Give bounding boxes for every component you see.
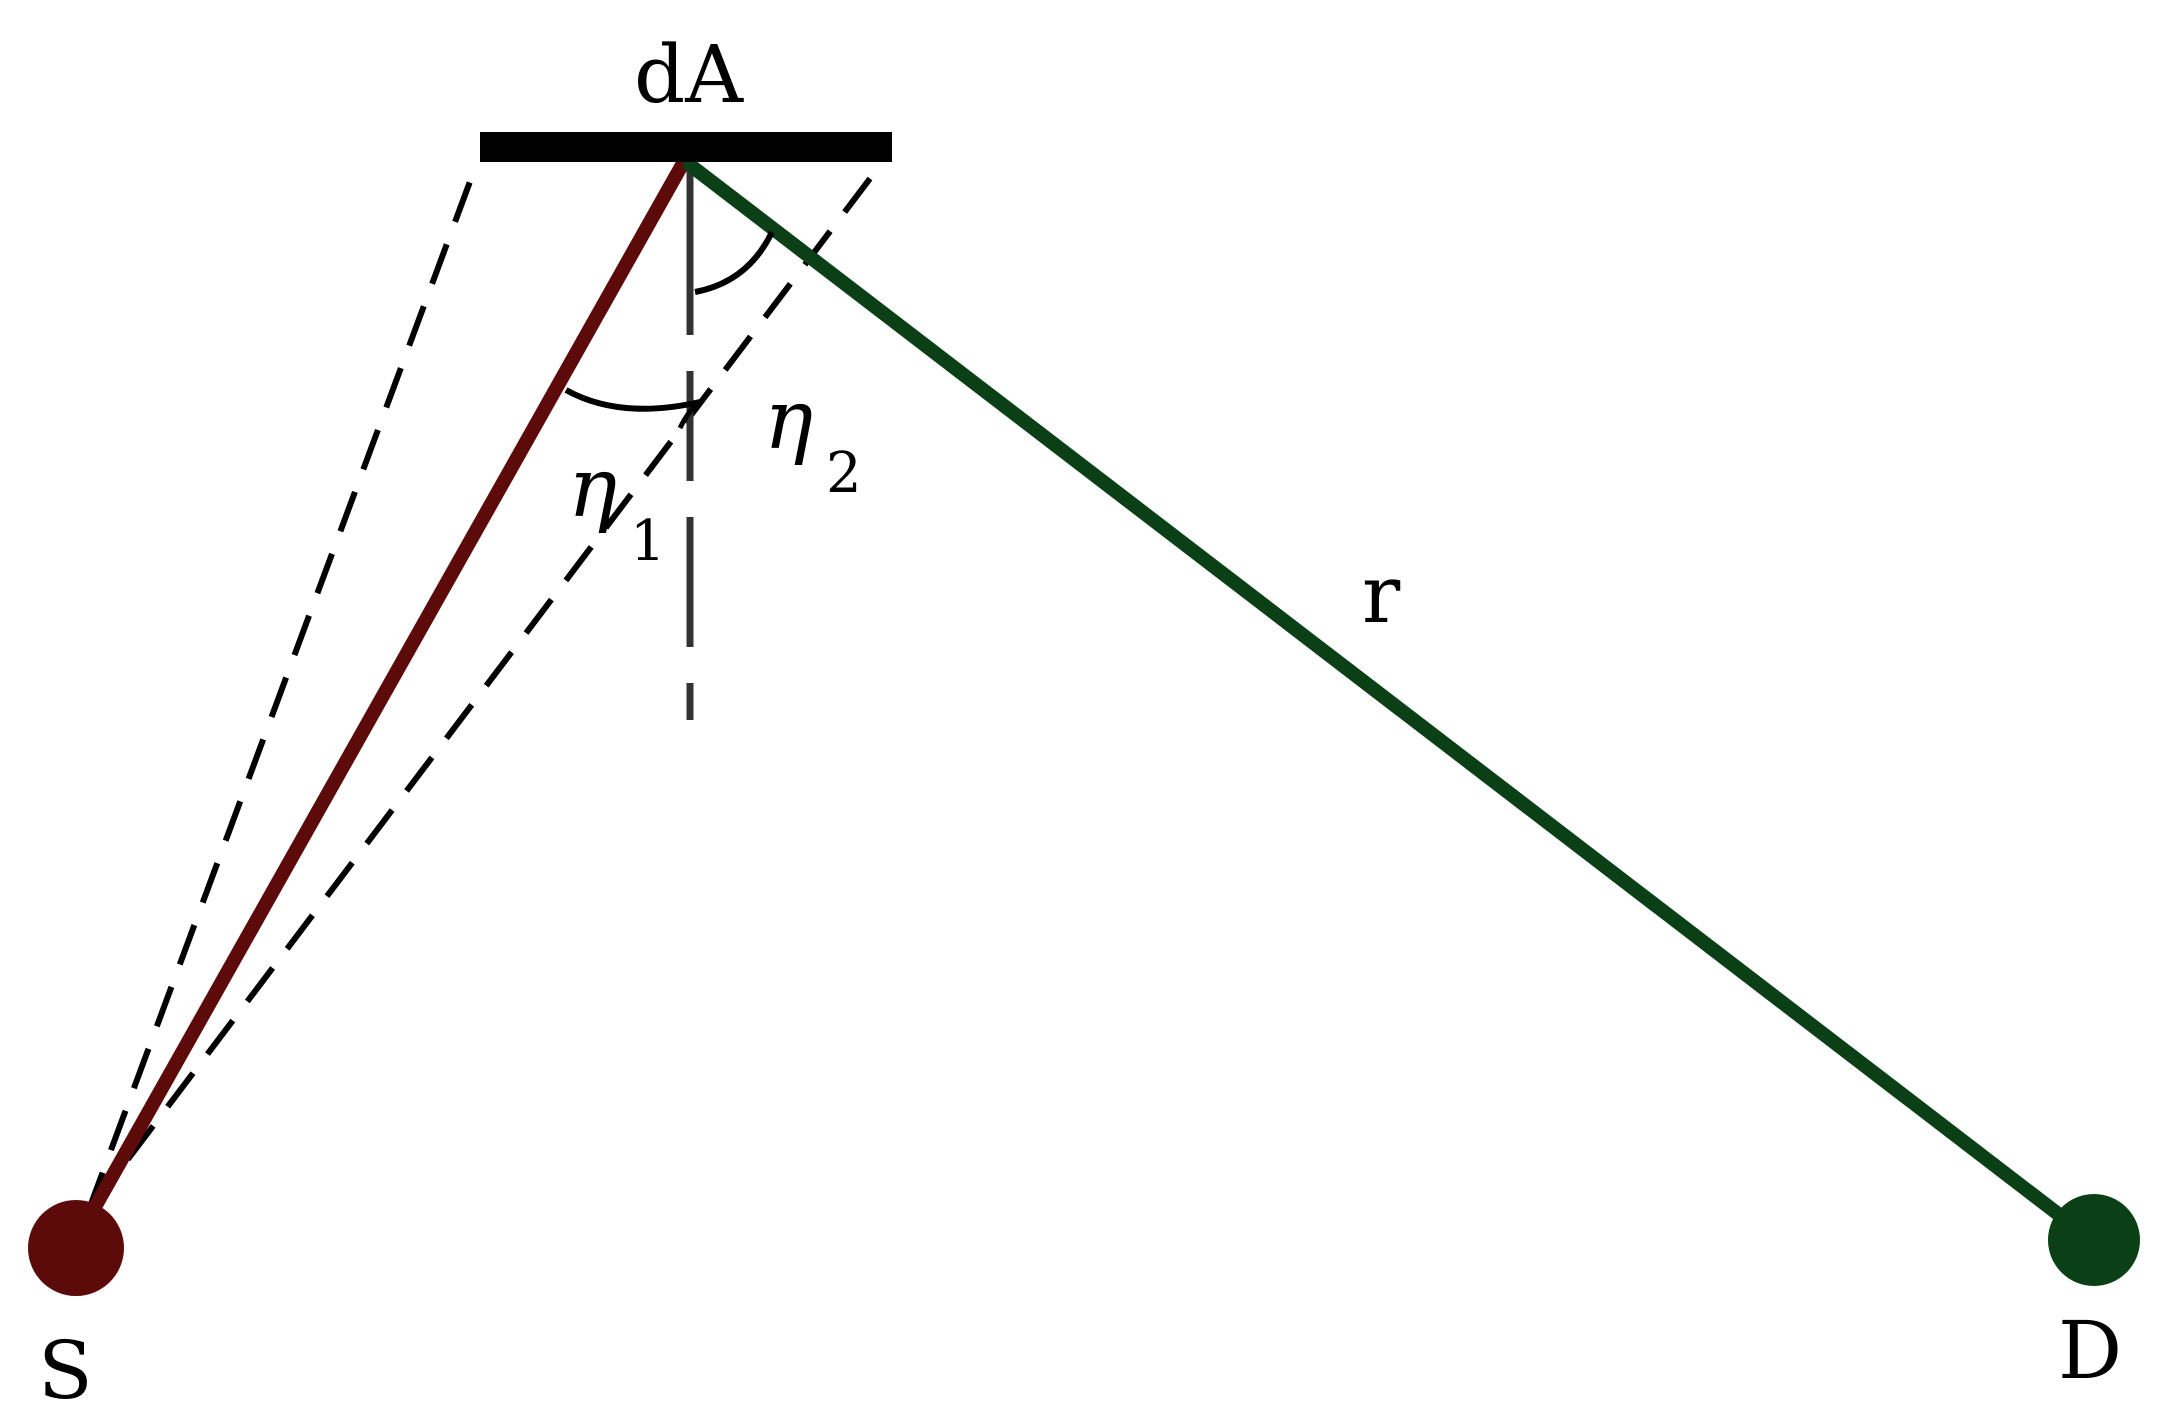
eta2-subscript: 2 [826, 441, 862, 506]
distance-label: r [1362, 548, 1401, 641]
eta1-subscript: 1 [630, 509, 666, 574]
source-point [28, 1200, 124, 1296]
incident-ray [75, 158, 689, 1237]
eta2-symbol: η [764, 373, 813, 468]
eta1-arc-tick [677, 399, 702, 430]
detector-label: D [2058, 1304, 2122, 1397]
scattered-ray [683, 158, 2099, 1247]
surface-label: dA [634, 28, 744, 121]
detector-point [2048, 1194, 2140, 1286]
dashed-guide-left [85, 158, 481, 1214]
dashed-guide-right [85, 158, 887, 1214]
eta1-symbol: η [568, 441, 617, 536]
surface-element-bar [480, 132, 892, 162]
source-label: S [38, 1324, 93, 1417]
eta1-angle-arc [564, 387, 701, 412]
eta2-angle-arc [694, 230, 775, 295]
